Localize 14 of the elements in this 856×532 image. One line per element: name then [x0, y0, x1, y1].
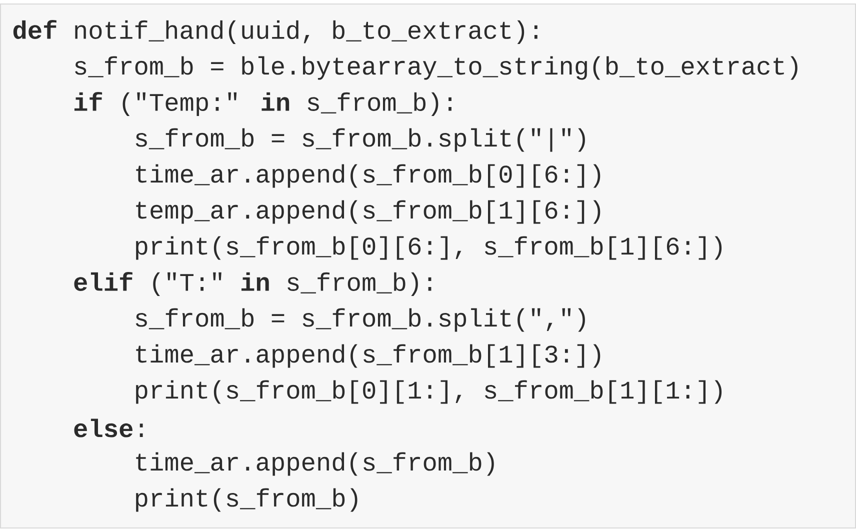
- code-line: print(s_from_b[0][6:], s_from_b[1][6:]): [136, 236, 722, 260]
- code-line: else:: [74, 418, 143, 438]
- code-line: s_from_b = s_from_b.split(","): [136, 308, 585, 332]
- code-line: def notif_hand(uuid, b_to_extract):: [13, 20, 538, 44]
- code-line: time_ar.append(s_from_b[1][3:]): [136, 344, 600, 368]
- code-line: time_ar.append(s_from_b[0][6:]): [136, 164, 600, 188]
- code-line: temp_ar.append(s_from_b[1][6:]): [136, 200, 600, 224]
- code-line: elif ("T:" in s_from_b):: [74, 272, 432, 296]
- code-line: s_from_b = s_from_b.split("|"): [136, 128, 585, 152]
- code-line: print(s_from_b[0][1:], s_from_b[1][1:]): [136, 380, 722, 404]
- code-line: print(s_from_b): [136, 488, 358, 512]
- code-line: s_from_b = ble.bytearray_to_string(b_to_extract): [75, 56, 798, 80]
- code-line: if ("Temp:" in s_from_b):: [74, 92, 452, 116]
- code-line: time_ar.append(s_from_b): [136, 452, 494, 476]
